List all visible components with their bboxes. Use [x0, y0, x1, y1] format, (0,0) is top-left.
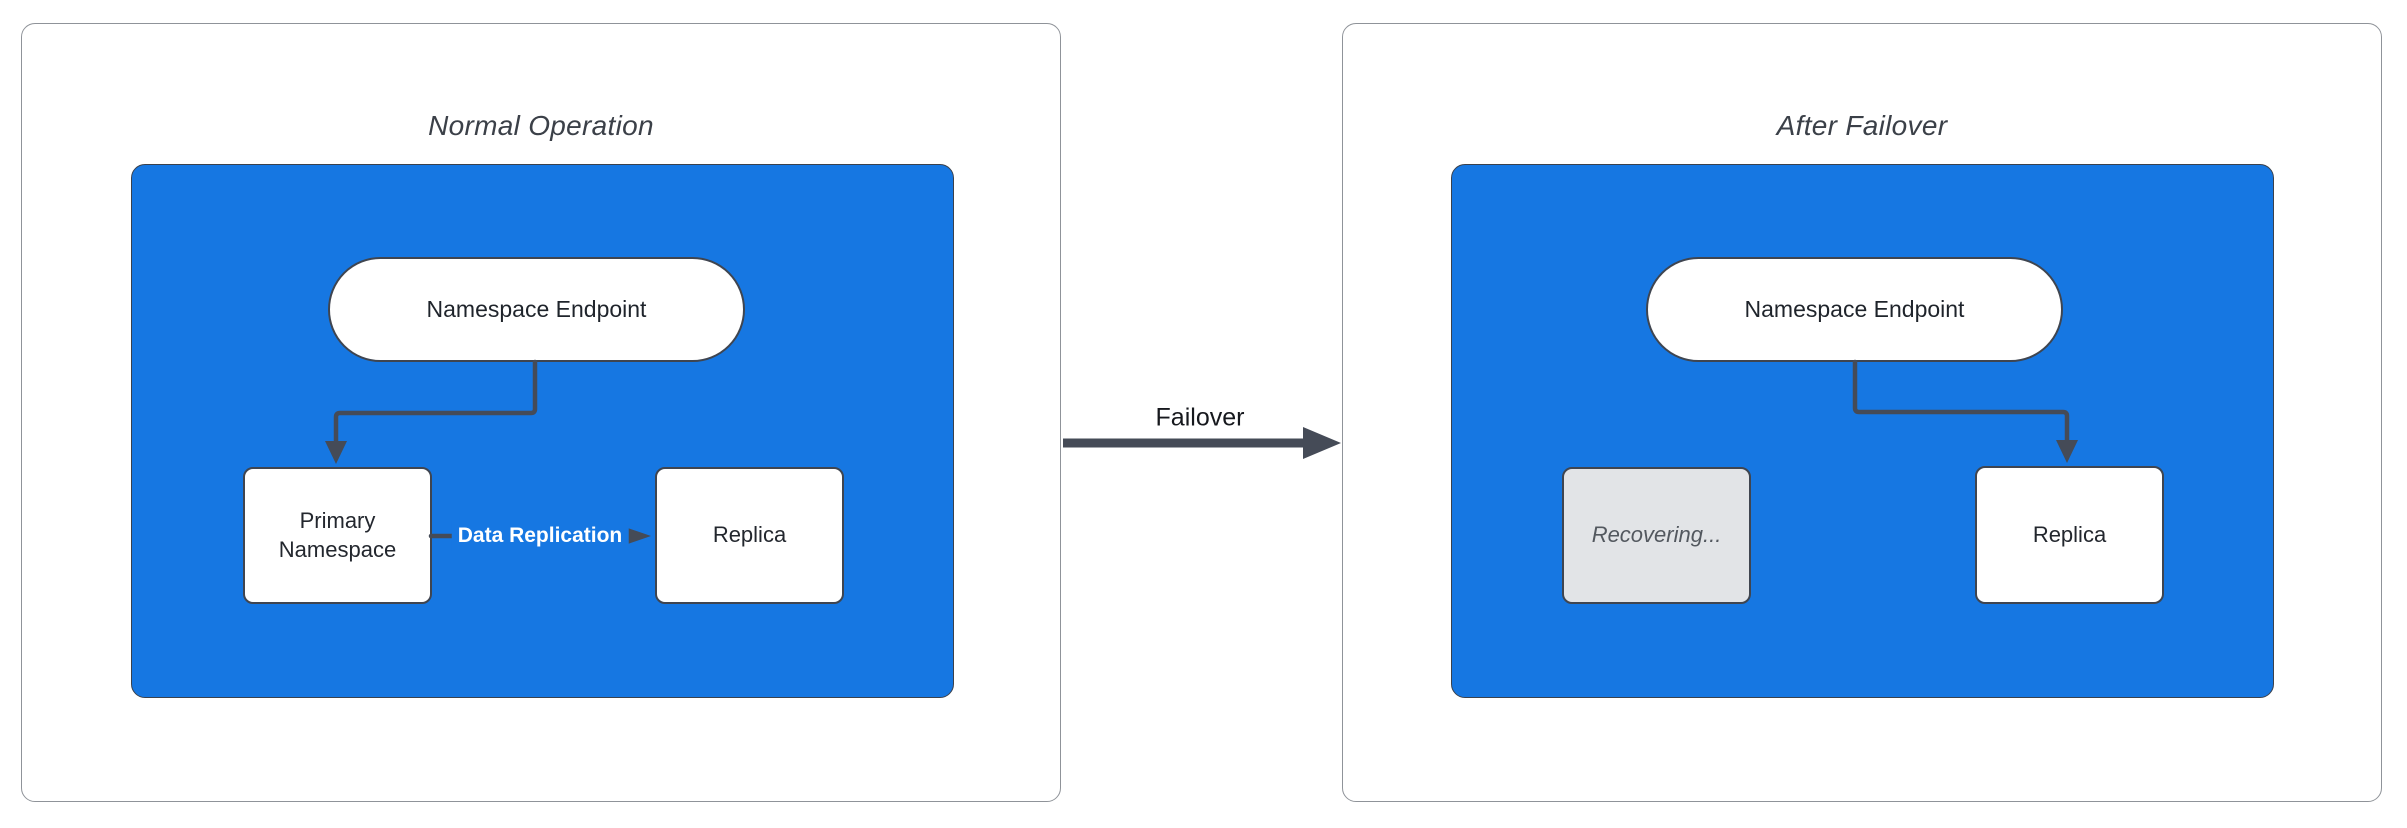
namespace-endpoint-node-failover: Namespace Endpoint	[1646, 257, 2063, 362]
primary-namespace-node: Primary Namespace	[243, 467, 432, 604]
data-replication-label: Data Replication	[451, 521, 629, 551]
panel-title-normal-operation: Normal Operation	[428, 110, 654, 141]
replica-node-normal: Replica	[655, 467, 844, 604]
namespace-container-normal	[131, 164, 954, 698]
panel-normal-operation: Normal Operation Namespace Endpoint Prim…	[21, 23, 1061, 802]
failover-label: Failover	[1155, 403, 1245, 432]
replica-node-failover: Replica	[1975, 466, 2164, 604]
namespace-container-failover	[1451, 164, 2274, 698]
recovering-node: Recovering...	[1562, 467, 1751, 604]
namespace-endpoint-node-normal: Namespace Endpoint	[328, 257, 745, 362]
panel-after-failover: After Failover Namespace Endpoint Recove…	[1342, 23, 2382, 802]
panel-title-after-failover: After Failover	[1776, 110, 1948, 141]
